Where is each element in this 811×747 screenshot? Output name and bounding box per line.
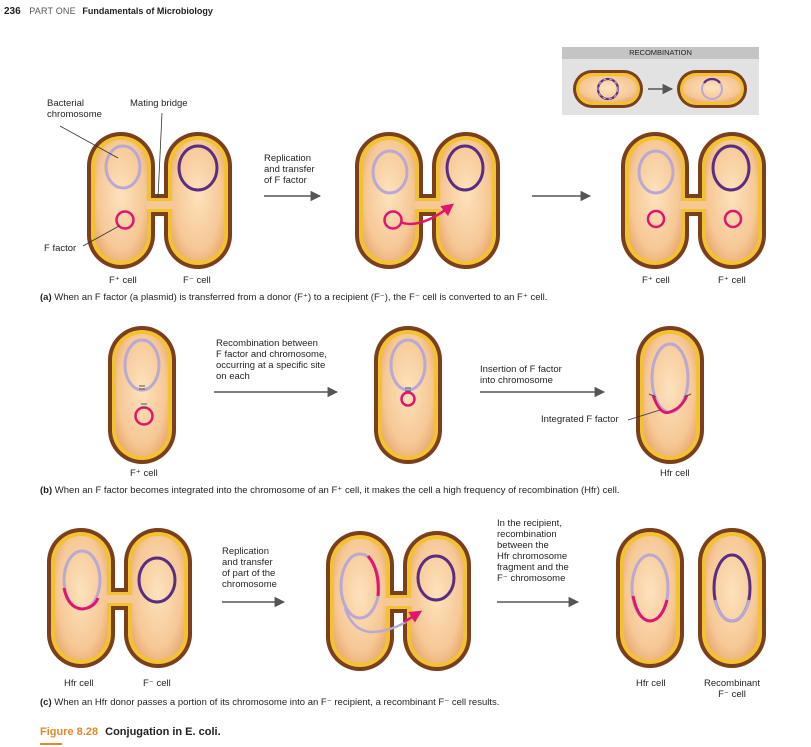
inset-cell-left <box>573 70 643 108</box>
cell-pair-a2 <box>355 132 500 269</box>
figure-accent-bar <box>40 743 62 745</box>
caption-c: (c) When an Hfr donor passes a portion o… <box>40 697 499 708</box>
caption-a-letter: (a) <box>40 292 52 303</box>
chapter-title: Fundamentals of Microbiology <box>82 6 213 16</box>
label-replication-part: Replication and transfer of part of the … <box>222 546 277 590</box>
inset-cell-right <box>677 70 747 108</box>
caption-b-text: When an F factor becomes integrated into… <box>54 485 620 496</box>
cell-pair-c2 <box>326 531 471 671</box>
cell-pair-a3 <box>621 132 766 269</box>
label-recombination-between: Recombination between F factor and chrom… <box>216 338 327 382</box>
caption-c-text: When an Hfr donor passes a portion of it… <box>54 697 500 708</box>
running-header: 236 PART ONE Fundamentals of Microbiolog… <box>4 6 213 17</box>
label-c-fminus-cell: F⁻ cell <box>143 678 171 689</box>
page-number: 236 <box>4 6 21 17</box>
caption-a: (a) When an F factor (a plasmid) is tran… <box>40 292 547 303</box>
label-a-fminus-cell: F⁻ cell <box>183 275 211 286</box>
cell-c3-recombinant <box>698 528 766 668</box>
inset-title: RECOMBINATION <box>629 48 692 57</box>
caption-c-letter: (c) <box>40 697 52 708</box>
figure-number: Figure 8.28 <box>40 726 99 738</box>
label-replication-transfer: Replication and transfer of F factor <box>264 153 315 186</box>
label-integrated-f-factor: Integrated F factor <box>541 414 619 425</box>
label-c-hfr-cell-right: Hfr cell <box>636 678 666 689</box>
label-f-factor: F factor <box>44 243 77 254</box>
label-a-fplus-cell: F⁺ cell <box>109 275 137 286</box>
cell-b2 <box>374 326 442 464</box>
cell-pair-a1 <box>87 132 232 269</box>
label-bacterial-chromosome: Bacterial chromosome <box>47 98 102 120</box>
figure-title: Conjugation in E. coli. <box>105 726 221 738</box>
caption-b-letter: (b) <box>40 485 53 496</box>
label-c-hfr-cell: Hfr cell <box>64 678 94 689</box>
recombination-inset <box>562 47 759 115</box>
label-in-recipient: In the recipient, recombination between … <box>497 518 569 584</box>
label-b-hfr-cell: Hfr cell <box>660 468 690 479</box>
label-recombinant-cell: Recombinant F⁻ cell <box>704 678 760 700</box>
caption-b: (b) When an F factor becomes integrated … <box>40 485 620 496</box>
cell-c3-hfr <box>616 528 684 668</box>
label-mating-bridge: Mating bridge <box>130 98 188 109</box>
label-a-fplus-cell-right1: F⁺ cell <box>642 275 670 286</box>
part-label: PART ONE <box>29 6 76 16</box>
label-a-fplus-cell-right2: F⁺ cell <box>718 275 746 286</box>
label-b-fplus-cell: F⁺ cell <box>130 468 158 479</box>
label-insertion: Insertion of F factor into chromosome <box>480 364 562 386</box>
cell-b1 <box>108 326 176 464</box>
figure-caption: Figure 8.28 Conjugation in E. coli. <box>40 726 221 738</box>
cell-pair-c1 <box>47 528 192 668</box>
caption-a-text: When an F factor (a plasmid) is transfer… <box>54 292 548 303</box>
cell-b3 <box>636 326 704 464</box>
